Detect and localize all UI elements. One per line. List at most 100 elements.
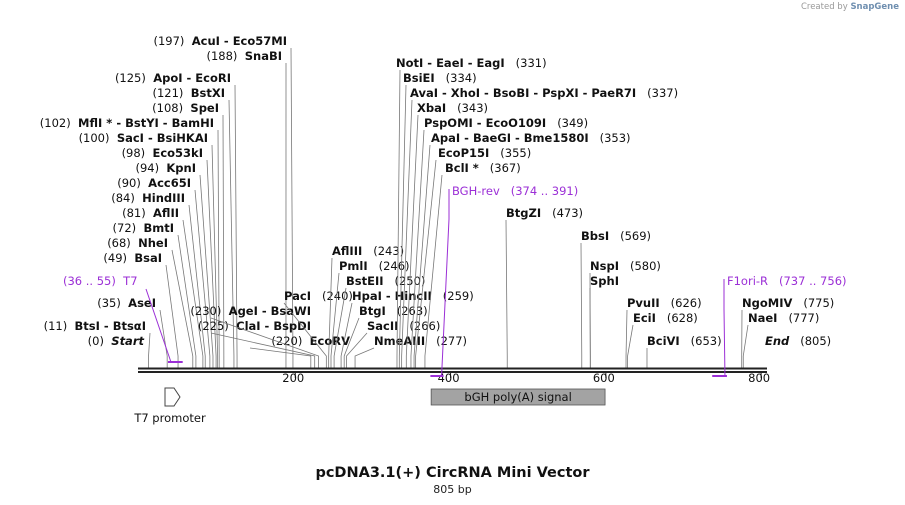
axis-label-800: 800 — [748, 371, 770, 385]
site-bcivi-position: (653) — [691, 334, 722, 348]
site-ecorv-position: (220) — [271, 334, 302, 348]
site-aflii-name: AflII — [153, 206, 179, 220]
site-apoi-ecori-line — [234, 84, 238, 368]
site-avai-xhoi-bsobi-pspxi-paer7i-label: AvaI - XhoI - BsoBI - PspXI - PaeR7I (33… — [410, 86, 678, 100]
site-noti-eaei-eagi-name: NotI - EaeI - EagI — [396, 56, 505, 70]
site-xbai-position: (343) — [457, 101, 488, 115]
site-afliii-label: AflIII (243) — [332, 244, 404, 258]
site-bbsi-position: (569) — [620, 229, 651, 243]
site-noti-eaei-eagi-label: NotI - EaeI - EagI (331) — [396, 56, 547, 70]
primer-bgh-rev-line — [441, 189, 450, 377]
site-ecii-position: (628) — [667, 311, 698, 325]
site-hindiii-line — [188, 204, 206, 368]
site-paci-label: PacI (240) — [284, 289, 353, 303]
site-btsi-bts-i-name: BtsI - BtsαI — [75, 319, 146, 333]
site-start-position: (0) — [88, 334, 104, 348]
site-bstxi-name: BstXI — [191, 86, 225, 100]
map-title: pcDNA3.1(+) CircRNA Mini Vector — [315, 465, 590, 481]
site-avai-xhoi-bsobi-pspxi-paer7i-line — [401, 99, 413, 368]
site-spei-line — [222, 114, 225, 368]
site-asei-line — [159, 309, 168, 368]
site-saci-bsihkai-name: SacI - BsiHKAI — [117, 131, 208, 145]
site-hpai-hincii-position: (259) — [443, 289, 474, 303]
site-bsiei-position: (334) — [446, 71, 477, 85]
site-mfli-bstyi-bamhi-name: MflI * - BstYI - BamHI — [78, 116, 214, 130]
site-agei-bsawi-name: AgeI - BsaWI — [229, 304, 311, 318]
site-ecop15i-position: (355) — [500, 146, 531, 160]
site-bmti-name: BmtI — [143, 221, 174, 235]
site-pspomi-ecoo109i-name: PspOMI - EcoO109I — [424, 116, 546, 130]
site-pmli-label: PmlI (246) — [339, 259, 410, 273]
site-aflii-line — [182, 219, 204, 368]
primer-t7-label: (36 .. 55) T7 — [63, 274, 138, 288]
site-apai-baegi-bme1580i-line — [413, 144, 431, 368]
site-naei-line — [742, 324, 749, 368]
site-btgzi-name: BtgZI — [506, 206, 541, 220]
site-apoi-ecori-position: (125) — [115, 71, 146, 85]
site-nhei-line — [171, 249, 194, 368]
site-afliii-name: AflIII — [332, 244, 362, 258]
site-bsai-position: (49) — [103, 251, 127, 265]
site-eco53ki-label: (98) Eco53kI — [122, 146, 203, 160]
site-naei-name: NaeI — [748, 311, 777, 325]
site-clai-bspdi-name: ClaI - BspDI — [236, 319, 311, 333]
site-btsi-bts-i-position: (11) — [44, 319, 68, 333]
site-ecop15i-name: EcoP15I — [438, 146, 489, 160]
site-ecorv-label: (220) EcoRV — [271, 334, 350, 348]
site-bmti-position: (72) — [113, 221, 137, 235]
site-snabi-position: (188) — [206, 49, 237, 63]
site-xbai-label: XbaI (343) — [417, 101, 488, 115]
plasmid-map: (0) Start(11) BtsI - BtsαI(35) AseI(49) … — [40, 34, 847, 425]
site-btsi-bts-i-line — [148, 332, 151, 368]
site-eco53ki-name: Eco53kI — [152, 146, 203, 160]
site-bsai-line — [165, 264, 179, 368]
site-bstxi-line — [228, 99, 235, 368]
feature-t7-promoter-arrow — [164, 387, 181, 407]
primer-bgh-rev-name: BGH-rev — [452, 184, 511, 198]
site-bsteii-label: BstEII (250) — [346, 274, 425, 288]
site-start-name: Start — [111, 334, 144, 348]
site-asei-position: (35) — [97, 296, 121, 310]
site-ecop15i-line — [415, 159, 437, 368]
site-pspomi-ecoo109i-position: (349) — [557, 116, 588, 130]
site-bsteii-name: BstEII — [346, 274, 384, 288]
credit-prefix: Created by — [800, 2, 848, 12]
site-bbsi-name: BbsI — [581, 229, 609, 243]
primer-f1ori-r-line — [723, 279, 726, 377]
site-sacii-name: SacII — [367, 319, 398, 333]
map-size: 805 bp — [433, 483, 472, 496]
site-bbsi-label: BbsI (569) — [581, 229, 651, 243]
site-pspomi-ecoo109i-label: PspOMI - EcoO109I (349) — [424, 116, 588, 130]
site-ecii-name: EciI — [633, 311, 656, 325]
site-apoi-ecori-label: (125) ApoI - EcoRI — [115, 71, 231, 85]
site-kpni-line — [199, 174, 214, 368]
primer-bgh-rev-label: BGH-rev (374 .. 391) — [452, 184, 578, 198]
site-xbai-line — [405, 114, 419, 368]
site-hpai-hincii-line — [340, 302, 353, 368]
site-snabi-name: SnaBI — [245, 49, 282, 63]
site-nspi-position: (580) — [630, 259, 661, 273]
site-btgzi-line — [505, 219, 508, 368]
site-avai-xhoi-bsobi-pspxi-paer7i-name: AvaI - XhoI - BsoBI - PspXI - PaeR7I — [410, 86, 636, 100]
site-btgzi-label: BtgZI (473) — [506, 206, 583, 220]
site-start-label: (0) Start — [88, 334, 145, 348]
site-bsiei-line — [398, 84, 407, 368]
site-mfli-bstyi-bamhi-line — [217, 129, 220, 368]
site-hpai-hincii-label: HpaI - HincII (259) — [352, 289, 474, 303]
site-bstxi-label: (121) BstXI — [152, 86, 225, 100]
site-nspi-name: NspI — [590, 259, 619, 273]
snapgene-brand: SnapGene — [850, 2, 899, 12]
site-hindiii-label: (84) HindIII — [111, 191, 185, 205]
site-ecii-label: EciI (628) — [633, 311, 698, 325]
site-bsteii-line — [333, 287, 347, 368]
site-nhei-label: (68) NheI — [107, 236, 168, 250]
site-btgi-position: (263) — [397, 304, 428, 318]
primer-f1ori-r-label: F1ori-R (737 .. 756) — [727, 274, 847, 288]
axis-label-600: 600 — [593, 371, 615, 385]
site-mfli-bstyi-bamhi-position: (102) — [40, 116, 71, 130]
feature-t7-promoter-label: T7 promoter — [133, 411, 206, 425]
site-asei-name: AseI — [128, 296, 156, 310]
site-hindiii-position: (84) — [111, 191, 135, 205]
site-sacii-label: SacII (266) — [367, 319, 440, 333]
site-end-position: (805) — [800, 334, 831, 348]
